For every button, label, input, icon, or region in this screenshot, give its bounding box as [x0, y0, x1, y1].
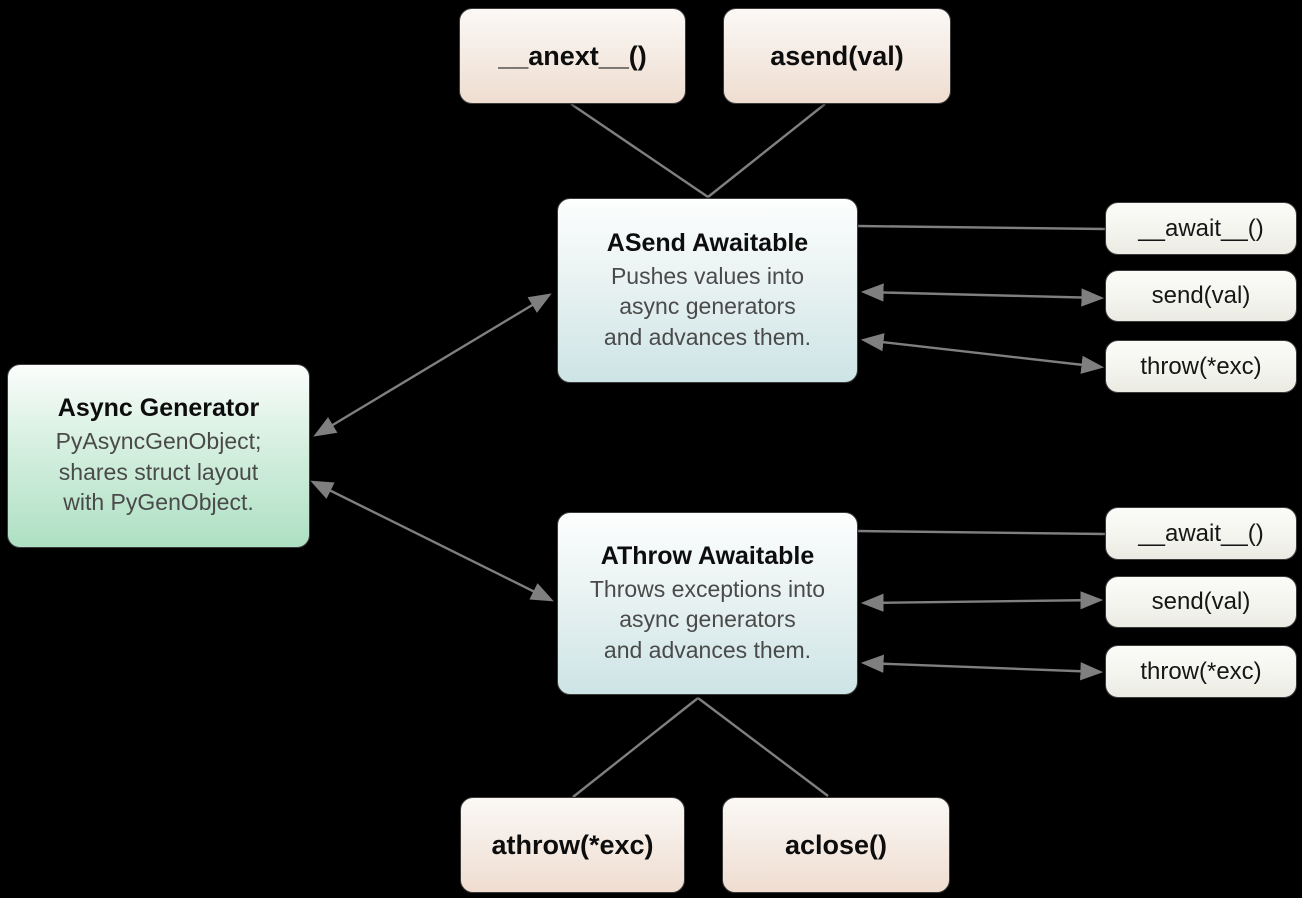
node-async-generator-title: Async Generator: [57, 394, 260, 423]
connector-athrow-awaitable-to-await-lower: [857, 529, 1106, 536]
node-asend-label: asend(val): [770, 40, 904, 71]
node-athrow-awaitable: AThrow Awaitable Throws exceptions into …: [557, 512, 858, 695]
connector-asend-awaitable-throw-upper: [860, 333, 1105, 374]
node-asend-awaitable: ASend Awaitable Pushes values into async…: [557, 198, 858, 383]
connector-asend-awaitable-send-upper: [860, 283, 1105, 307]
node-athrow: athrow(*exc): [460, 797, 685, 893]
connector-athrow-awaitable-send-lower: [860, 591, 1104, 612]
node-async-generator: Async Generator PyAsyncGenObject; shares…: [7, 364, 310, 548]
node-athrow-awaitable-title: AThrow Awaitable: [600, 541, 815, 570]
node-send-upper-label: send(val): [1151, 282, 1251, 309]
node-throw-upper-label: throw(*exc): [1140, 352, 1262, 380]
node-send-lower: send(val): [1105, 576, 1297, 628]
node-anext-label: __anext__(): [498, 40, 647, 71]
node-send-lower-label: send(val): [1151, 588, 1251, 615]
connector-asend-awaitable-to-await-upper: [857, 224, 1106, 231]
node-async-generator-body: PyAsyncGenObject; shares struct layout w…: [55, 428, 262, 516]
node-throw-upper: throw(*exc): [1105, 340, 1297, 393]
node-anext: __anext__(): [459, 8, 686, 104]
connector-async-generator-asend-awaitable: [313, 293, 552, 437]
connector-athrow-awaitable-throw-lower: [860, 654, 1104, 681]
connector-anext-to-asend-awaitable: [570, 103, 709, 198]
connector-asend-to-asend-awaitable: [707, 103, 826, 198]
node-asend: asend(val): [723, 8, 951, 104]
connector-athrow-awaitable-to-aclose: [697, 697, 829, 797]
node-await-lower-label: __await__(): [1138, 519, 1264, 547]
node-aclose-label: aclose(): [784, 829, 888, 860]
node-throw-lower: throw(*exc): [1105, 645, 1297, 698]
connector-athrow-awaitable-to-athrow: [572, 697, 699, 798]
node-athrow-awaitable-body: Throws exceptions into async generators …: [589, 575, 826, 663]
node-send-upper: send(val): [1105, 270, 1297, 322]
node-athrow-label: athrow(*exc): [491, 829, 654, 860]
connector-async-generator-athrow-awaitable: [310, 480, 554, 602]
node-await-upper-label: __await__(): [1138, 214, 1264, 242]
node-await-upper: __await__(): [1105, 202, 1297, 255]
node-await-lower: __await__(): [1105, 507, 1297, 560]
node-aclose: aclose(): [722, 797, 950, 893]
node-asend-awaitable-title: ASend Awaitable: [606, 228, 809, 257]
node-throw-lower-label: throw(*exc): [1140, 657, 1262, 685]
node-asend-awaitable-body: Pushes values into async generators and …: [603, 262, 812, 350]
